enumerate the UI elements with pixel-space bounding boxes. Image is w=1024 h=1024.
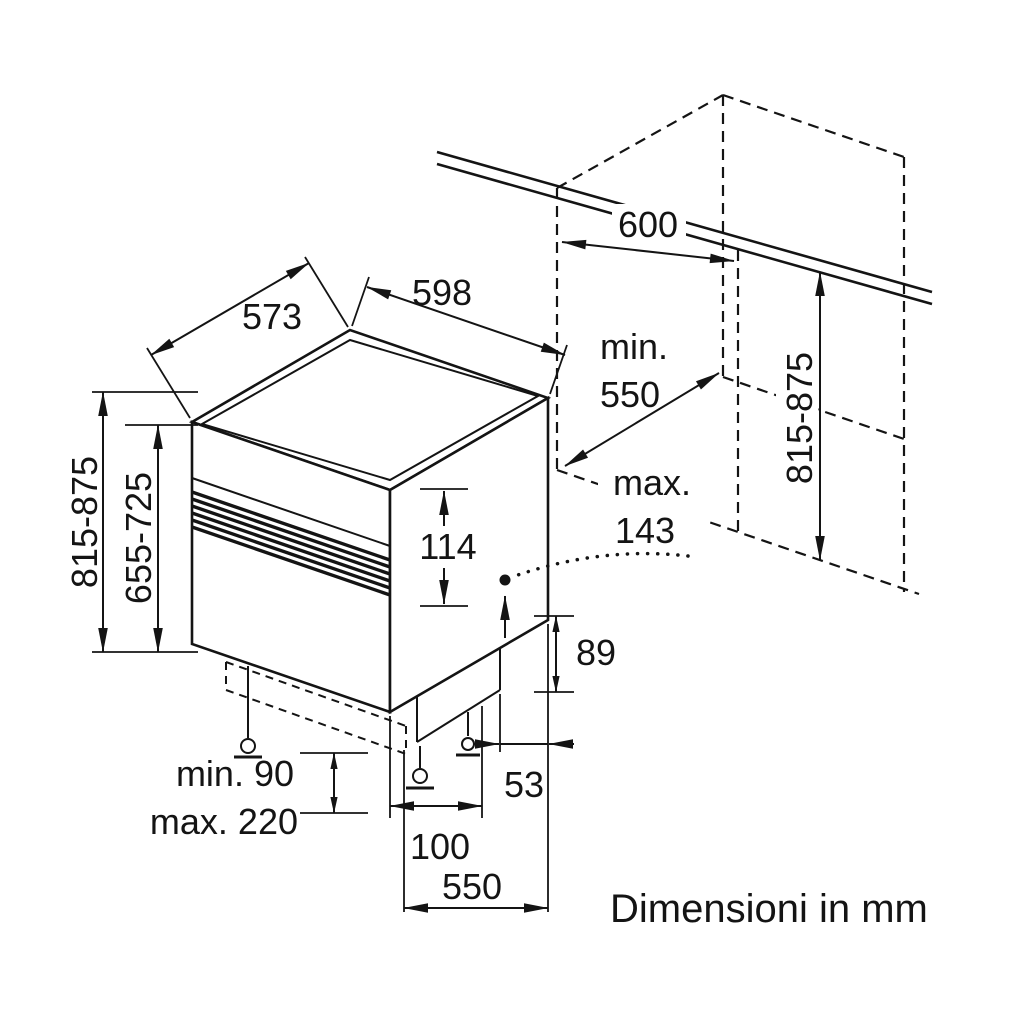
dim-label-573: 573	[242, 296, 302, 337]
foot-rear	[461, 737, 475, 751]
dim-appliance-width: 598	[351, 272, 568, 395]
dim-label-min: min.	[600, 326, 668, 367]
dim-label-550-bottom: 550	[442, 866, 502, 907]
dim-base-depth: 550	[403, 624, 549, 913]
control-panel-strip	[191, 477, 391, 597]
dim-label-114: 114	[419, 526, 476, 567]
base-plinth	[416, 648, 501, 743]
dim-label-100: 100	[410, 826, 470, 867]
caption-units: Dimensioni in mm	[610, 887, 928, 931]
dishwasher-side-face	[388, 395, 550, 715]
dim-niche-depth: min. 550	[564, 326, 720, 467]
dim-label-600: 600	[618, 204, 678, 245]
foot-front-left	[240, 738, 256, 754]
dishwasher-top-inner-edge	[199, 338, 541, 482]
dim-label-815-875-right: 815-875	[779, 352, 820, 484]
dim-base-rear-height: 89	[534, 615, 616, 693]
dim-label-89: 89	[576, 632, 616, 673]
dim-label-max-220: max. 220	[150, 801, 298, 842]
dim-niche-width: 600	[561, 204, 735, 264]
measure-point-dot	[499, 574, 511, 586]
dim-label-598: 598	[412, 272, 472, 313]
dim-label-815-875-left: 815-875	[64, 456, 105, 588]
dim-label-143: 143	[615, 510, 675, 551]
dim-label-655-725: 655-725	[118, 472, 159, 604]
dim-base-rear-inset: 53	[474, 694, 574, 805]
plinth-dashed	[225, 661, 407, 755]
dim-label-53: 53	[504, 764, 544, 805]
dishwasher-drawing	[188, 328, 552, 790]
dim-label-max: max.	[613, 462, 691, 503]
dim-plinth-height-range: min. 90 max. 220	[150, 752, 368, 842]
dim-label-min-90: min. 90	[176, 753, 294, 794]
dim-plinth-recess: 100	[389, 706, 483, 867]
dim-max-143: max. 143	[499, 452, 710, 638]
dim-overall-height: 815-875	[64, 391, 198, 653]
dim-label-550-niche: 550	[600, 374, 660, 415]
dim-control-panel-height: 114	[419, 488, 477, 607]
dim-appliance-depth: 573	[146, 256, 349, 419]
adjustable-feet	[234, 666, 480, 790]
dim-niche-height: 815-875	[776, 271, 825, 561]
dotted-leader	[510, 551, 690, 579]
dim-door-panel-height: 655-725	[118, 424, 198, 653]
foot-front-right	[412, 768, 428, 784]
